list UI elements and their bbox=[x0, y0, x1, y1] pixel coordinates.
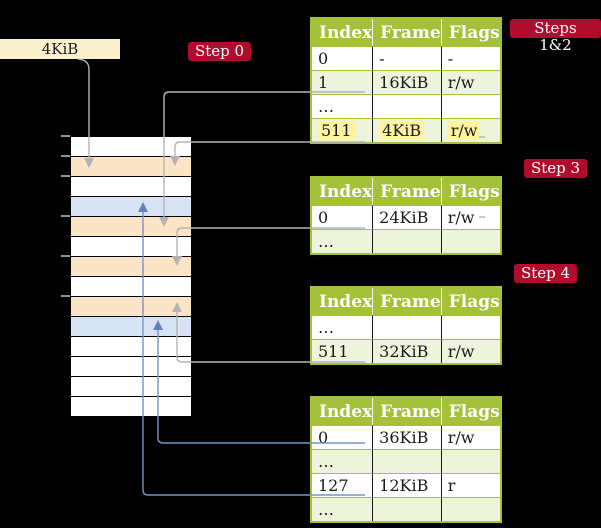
memory-region-row-orange bbox=[71, 157, 191, 177]
table-cell: 511 bbox=[312, 118, 373, 142]
column-header: Frame bbox=[372, 178, 441, 205]
table-cell: 511 bbox=[312, 339, 373, 363]
page-table-level-3: Index Frame Flags 0 24KiB r/w … bbox=[310, 176, 502, 255]
table-cell: 32KiB bbox=[372, 339, 441, 363]
table-cell: 4KiB bbox=[372, 118, 441, 142]
badge-step-0: Step 0 bbox=[188, 42, 252, 61]
tick-mark bbox=[61, 255, 70, 257]
column-header: Flags bbox=[440, 178, 500, 205]
table-cell: 127 bbox=[312, 473, 373, 497]
table-row: 0 - - bbox=[312, 46, 500, 70]
table-cell: 0 bbox=[312, 46, 373, 70]
table-cell: … bbox=[312, 497, 373, 521]
table-header-row: Index Frame Flags bbox=[312, 288, 500, 315]
table-cell: 0 bbox=[312, 425, 373, 449]
memory-region-row-white bbox=[71, 377, 191, 397]
memory-region-row-orange bbox=[71, 217, 191, 237]
memory-region-row-white bbox=[71, 277, 191, 297]
table-row: 1 16KiB r/w bbox=[312, 70, 500, 94]
table-cell bbox=[440, 497, 500, 521]
tick-mark bbox=[61, 175, 70, 177]
table-row-recursive-entry: 511 4KiB r/w bbox=[312, 118, 500, 142]
table-cell bbox=[440, 94, 500, 118]
column-header: Frame bbox=[372, 19, 441, 46]
table-row: … bbox=[312, 497, 500, 521]
table-cell bbox=[372, 497, 441, 521]
table-cell: r/w bbox=[440, 339, 500, 363]
table-cell bbox=[440, 449, 500, 473]
table-row: … bbox=[312, 229, 500, 253]
table-cell: - bbox=[440, 46, 500, 70]
table-row: 511 32KiB r/w bbox=[312, 339, 500, 363]
table-cell: 12KiB bbox=[372, 473, 441, 497]
table-cell: - bbox=[372, 46, 441, 70]
table-cell: … bbox=[312, 449, 373, 473]
table-header-row: Index Frame Flags bbox=[312, 178, 500, 205]
table-row: 0 36KiB r/w bbox=[312, 425, 500, 449]
table-row: … bbox=[312, 449, 500, 473]
table-cell: … bbox=[312, 94, 373, 118]
table-cell: … bbox=[312, 315, 373, 339]
tick-mark bbox=[61, 215, 70, 217]
column-header: Index bbox=[312, 288, 373, 315]
table-row: … bbox=[312, 315, 500, 339]
column-header: Flags bbox=[440, 288, 500, 315]
table-cell bbox=[440, 229, 500, 253]
root-table-address-label: 4KiB bbox=[0, 39, 120, 59]
column-header: Frame bbox=[372, 398, 441, 425]
arrow-l4e511-to-4kib bbox=[174, 141, 365, 156]
table-cell bbox=[440, 315, 500, 339]
column-header: Flags bbox=[440, 19, 500, 46]
table-cell: 24KiB bbox=[372, 205, 441, 229]
table-cell: … bbox=[312, 229, 373, 253]
table-header-row: Index Frame Flags bbox=[312, 19, 500, 46]
page-table-level-4: Index Frame Flags 0 - - 1 16KiB r/w … 51… bbox=[310, 17, 502, 144]
badge-steps-1-2: Steps 1&2 bbox=[510, 19, 601, 54]
table-cell: r/w bbox=[440, 425, 500, 449]
column-header: Frame bbox=[372, 288, 441, 315]
page-table-level-1: Index Frame Flags 0 36KiB r/w … 127 12Ki… bbox=[310, 396, 502, 523]
tick-mark bbox=[61, 295, 70, 297]
table-cell: r/w bbox=[440, 118, 500, 142]
column-header: Index bbox=[312, 398, 373, 425]
column-header: Flags bbox=[440, 398, 500, 425]
table-row: 0 24KiB r/w bbox=[312, 205, 500, 229]
memory-region-row-orange bbox=[71, 297, 191, 317]
table-cell: r/w bbox=[440, 205, 500, 229]
memory-region-row-white bbox=[71, 337, 191, 357]
memory-region-row-white bbox=[71, 357, 191, 377]
table-cell: r/w bbox=[440, 70, 500, 94]
table-cell: 16KiB bbox=[372, 70, 441, 94]
table-cell bbox=[372, 229, 441, 253]
physical-memory-stack bbox=[70, 136, 192, 417]
badge-step-3: Step 3 bbox=[524, 159, 588, 178]
memory-region-row-white bbox=[71, 137, 191, 157]
table-cell bbox=[372, 94, 441, 118]
table-cell: 1 bbox=[312, 70, 373, 94]
table-row: 127 12KiB r bbox=[312, 473, 500, 497]
table-cell: r bbox=[440, 473, 500, 497]
page-table-level-2: Index Frame Flags … 511 32KiB r/w bbox=[310, 286, 502, 365]
memory-region-row-white bbox=[71, 397, 191, 416]
table-row: … bbox=[312, 94, 500, 118]
memory-region-row-blue bbox=[71, 197, 191, 217]
badge-step-4: Step 4 bbox=[514, 264, 578, 283]
tick-mark bbox=[61, 135, 70, 137]
tick-mark bbox=[61, 155, 70, 157]
column-header: Index bbox=[312, 19, 373, 46]
memory-region-row-white bbox=[71, 177, 191, 197]
memory-region-row-white bbox=[71, 237, 191, 257]
column-header: Index bbox=[312, 178, 373, 205]
table-header-row: Index Frame Flags bbox=[312, 398, 500, 425]
memory-region-row-blue bbox=[71, 317, 191, 337]
table-cell: 0 bbox=[312, 205, 373, 229]
table-cell bbox=[372, 449, 441, 473]
memory-region-row-orange bbox=[71, 257, 191, 277]
table-cell bbox=[372, 315, 441, 339]
table-cell: 36KiB bbox=[372, 425, 441, 449]
